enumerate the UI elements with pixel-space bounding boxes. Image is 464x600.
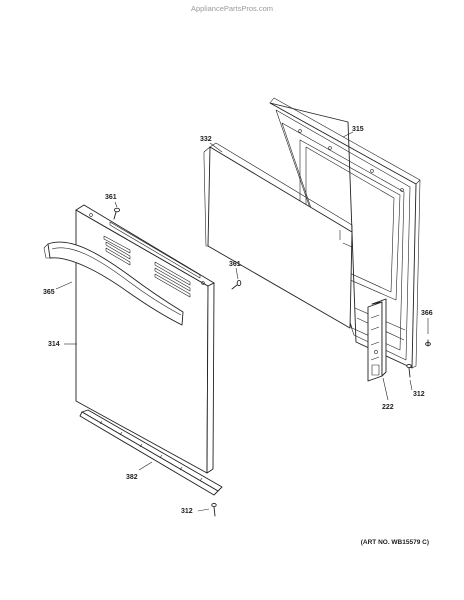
- label-222: 222: [382, 404, 394, 411]
- outer-door-panel-314: [75, 204, 215, 474]
- label-366: 366: [421, 310, 433, 317]
- screw-366: [425, 339, 431, 347]
- screw-312-bottom: [211, 502, 217, 517]
- screw-361-top: [113, 207, 121, 220]
- bottom-trim-382: [79, 409, 223, 496]
- door-hinge-222: [367, 298, 387, 382]
- watermark-text: AppliancePartsPros.com: [191, 4, 273, 13]
- leader-lines: [55, 131, 429, 512]
- insulation-panel-332: [203, 142, 353, 329]
- label-361-top: 361: [105, 194, 117, 201]
- label-312-right: 312: [413, 391, 425, 398]
- label-382: 382: [126, 474, 138, 481]
- door-vent-slots: [103, 221, 201, 298]
- screw-312-right: [406, 363, 412, 378]
- label-314: 314: [48, 341, 60, 348]
- label-361-middle: 361: [229, 261, 241, 268]
- part-labels: 315 332 361 361 365 314 366 312 222 382 …: [43, 126, 433, 515]
- label-312-bottom: 312: [181, 508, 193, 515]
- label-332: 332: [200, 136, 212, 143]
- label-365: 365: [43, 289, 55, 296]
- door-handle-365: [43, 241, 184, 326]
- screw-361-middle: [231, 279, 242, 290]
- art-number: (ART NO. WB15579 C): [361, 539, 429, 546]
- label-315: 315: [352, 126, 364, 133]
